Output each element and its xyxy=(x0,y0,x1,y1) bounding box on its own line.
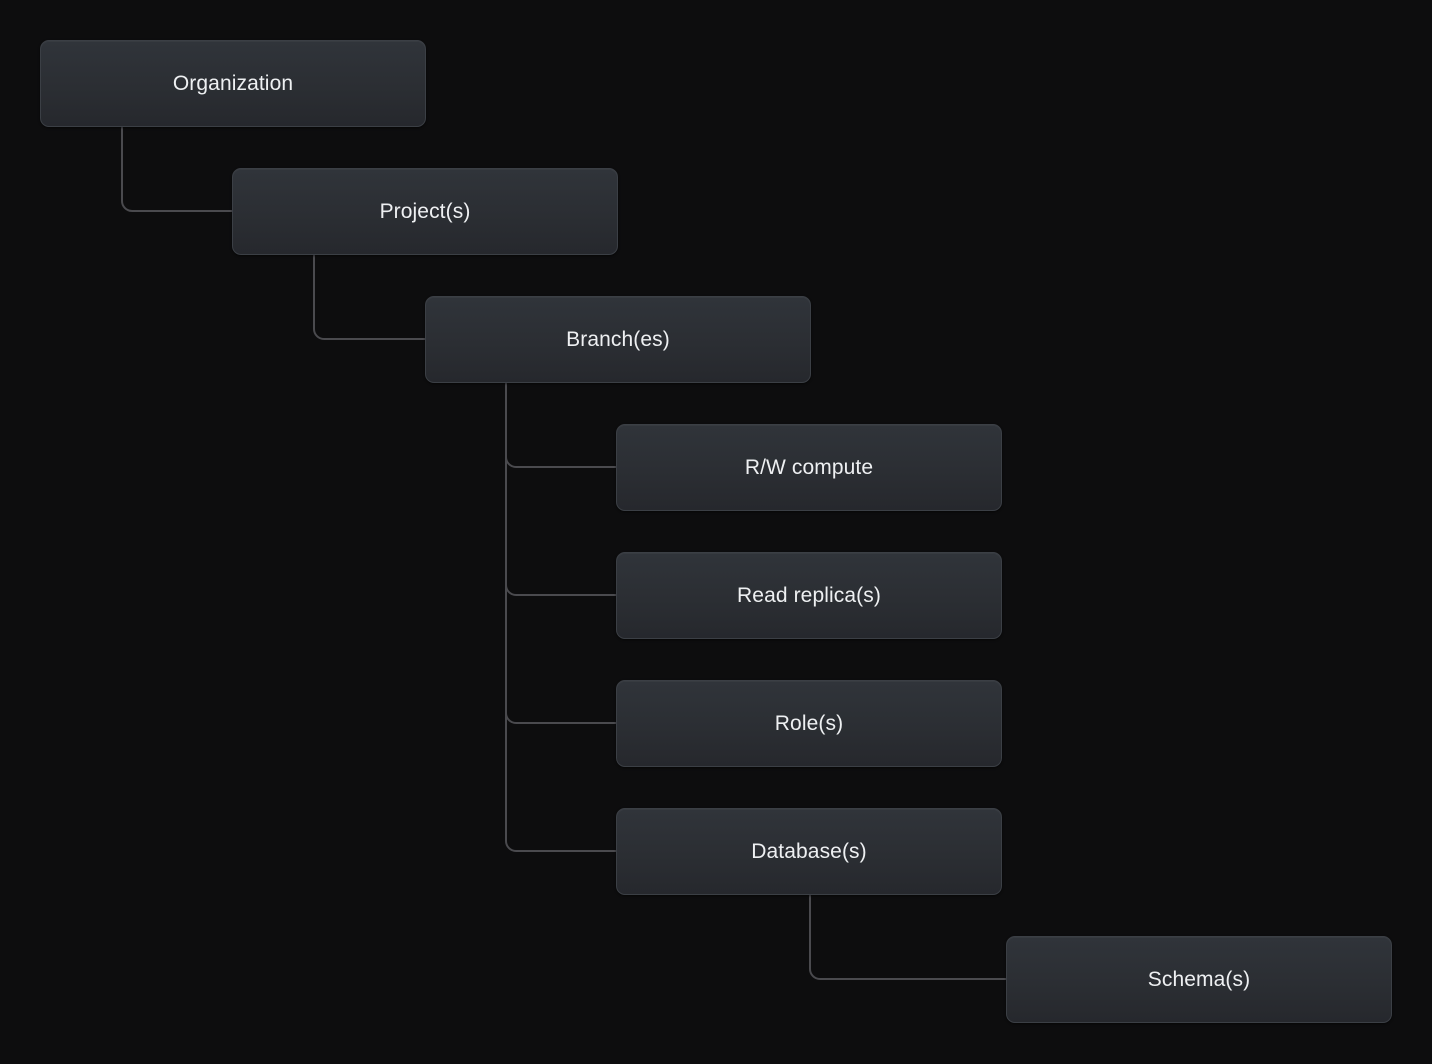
node-label-read-replica: Read replica(s) xyxy=(737,584,881,607)
node-label-schema: Schema(s) xyxy=(1147,968,1251,991)
node-branch[interactable]: Branch(es) xyxy=(425,296,811,383)
node-label-database: Database(s) xyxy=(751,840,867,863)
node-read-replica[interactable]: Read replica(s) xyxy=(616,552,1002,639)
node-rw-compute[interactable]: R/W compute xyxy=(616,424,1002,511)
node-label-branch: Branch(es) xyxy=(566,328,670,351)
edge-branch-to-database xyxy=(505,840,616,852)
edge-project-to-branch xyxy=(313,255,425,340)
node-schema[interactable]: Schema(s) xyxy=(1006,936,1392,1023)
node-database[interactable]: Database(s) xyxy=(616,808,1002,895)
node-organization[interactable]: Organization xyxy=(40,40,426,127)
edge-branch-to-read-replica xyxy=(505,584,616,596)
node-project[interactable]: Project(s) xyxy=(232,168,618,255)
edge-branch-to-rw-compute xyxy=(505,456,616,468)
node-role[interactable]: Role(s) xyxy=(616,680,1002,767)
edge-branch-to-role xyxy=(505,712,616,724)
node-label-project: Project(s) xyxy=(379,200,471,223)
edge-organization-to-project xyxy=(121,127,232,212)
node-label-organization: Organization xyxy=(172,72,294,95)
node-label-role: Role(s) xyxy=(774,712,844,735)
edge-database-to-schema xyxy=(809,895,1006,980)
node-label-rw-compute: R/W compute xyxy=(744,456,874,479)
